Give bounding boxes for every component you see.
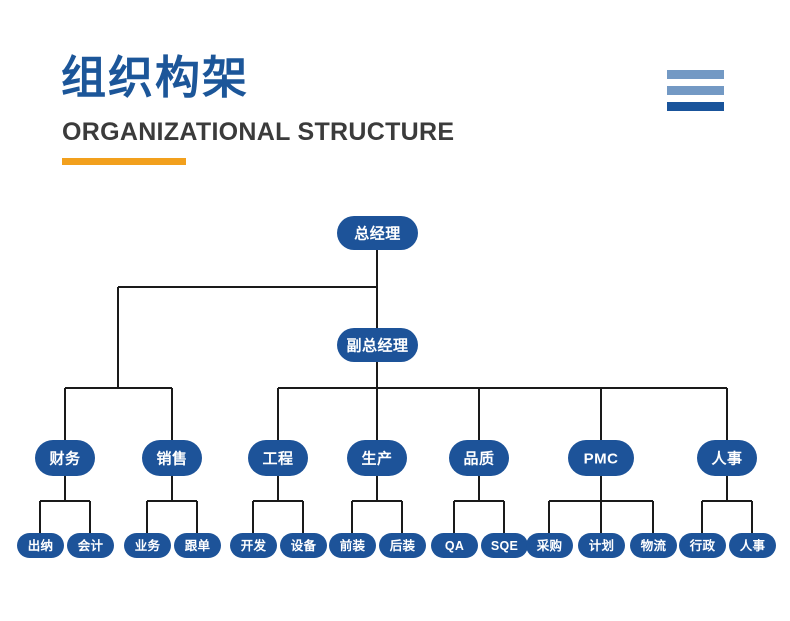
node-leaf-sqe[interactable]: SQE — [481, 533, 528, 558]
node-department-engineering-label: 工程 — [262, 451, 293, 468]
page-title-chinese: 组织构架 — [61, 52, 250, 103]
node-leaf-front-assembly-shape — [329, 533, 376, 558]
node-leaf-merchandising-shape — [174, 533, 221, 558]
node-leaf-logistics-label: 物流 — [641, 538, 667, 553]
node-department-finance-label: 财务 — [49, 450, 81, 468]
node-department-engineering-shape — [248, 440, 308, 476]
node-leaf-administration-shape — [679, 533, 726, 558]
node-department-production[interactable]: 生产 — [347, 440, 407, 476]
node-leaf-merchandising[interactable]: 跟单 — [174, 533, 221, 558]
node-department-quality[interactable]: 品质 — [449, 440, 509, 476]
node-leaf-purchasing[interactable]: 采购 — [526, 533, 573, 558]
header-stripes-decoration — [667, 70, 724, 112]
node-leaf-development-shape — [230, 533, 277, 558]
node-deputy-general-manager[interactable]: 副总经理 — [337, 328, 418, 362]
node-leaf-qa-shape — [431, 533, 478, 558]
node-leaf-rear-assembly[interactable]: 后装 — [379, 533, 426, 558]
node-deputy-general-manager-label: 副总经理 — [346, 337, 408, 355]
node-department-production-label: 生产 — [361, 450, 392, 468]
node-department-sales[interactable]: 销售 — [142, 440, 202, 476]
node-leaf-logistics[interactable]: 物流 — [630, 533, 677, 558]
node-leaf-merchandising-label: 跟单 — [185, 538, 211, 553]
node-leaf-business[interactable]: 业务 — [124, 533, 171, 558]
org-chart: 总经理 副总经理 财务 销售 工程 生产 品质 PMC — [0, 185, 790, 621]
node-leaf-purchasing-shape — [526, 533, 573, 558]
node-department-quality-shape — [449, 440, 509, 476]
node-leaf-equipment[interactable]: 设备 — [280, 533, 327, 558]
node-deputy-general-manager-shape — [337, 328, 418, 362]
title-underline-rule — [62, 158, 186, 165]
node-leaf-cashier-shape — [17, 533, 64, 558]
node-leaf-equipment-shape — [280, 533, 327, 558]
node-leaf-planning-label: 计划 — [589, 538, 615, 553]
node-department-pmc[interactable]: PMC — [568, 440, 634, 476]
node-leaf-accounting-label: 会计 — [78, 538, 104, 553]
node-department-pmc-shape — [568, 440, 634, 476]
node-leaf-qa-label: QA — [445, 539, 464, 553]
node-leaf-logistics-shape — [630, 533, 677, 558]
node-leaf-development-label: 开发 — [241, 538, 267, 553]
node-leaf-business-shape — [124, 533, 171, 558]
node-department-hr-label: 人事 — [711, 450, 742, 468]
node-leaf-qa[interactable]: QA — [431, 533, 478, 558]
node-leaf-cashier[interactable]: 出纳 — [17, 533, 64, 558]
node-leaf-personnel-label: 人事 — [740, 538, 766, 553]
node-department-sales-label: 销售 — [156, 450, 187, 468]
node-department-engineering[interactable]: 工程 — [248, 440, 308, 476]
node-department-production-shape — [347, 440, 407, 476]
node-leaf-administration-label: 行政 — [689, 538, 716, 553]
node-department-sales-shape — [142, 440, 202, 476]
page-title-english: ORGANIZATIONAL STRUCTURE — [62, 118, 455, 146]
node-leaf-rear-assembly-label: 后装 — [390, 538, 416, 553]
connector-lines — [38, 250, 754, 533]
node-leaf-cashier-label: 出纳 — [28, 538, 54, 553]
node-department-quality-label: 品质 — [463, 450, 494, 468]
node-leaf-front-assembly-label: 前装 — [340, 538, 366, 553]
node-leaf-equipment-label: 设备 — [291, 538, 317, 553]
node-general-manager-shape — [337, 216, 418, 250]
node-leaf-development[interactable]: 开发 — [230, 533, 277, 558]
node-department-finance[interactable]: 财务 — [35, 440, 95, 476]
node-department-pmc-label: PMC — [584, 451, 619, 468]
node-leaf-business-label: 业务 — [135, 538, 161, 553]
node-leaf-accounting-shape — [67, 533, 114, 558]
node-general-manager-label: 总经理 — [354, 225, 401, 243]
node-leaf-planning[interactable]: 计划 — [578, 533, 625, 558]
node-department-finance-shape — [35, 440, 95, 476]
stripe-bar-1 — [667, 70, 724, 79]
node-leaf-sqe-shape — [481, 533, 528, 558]
node-leaf-purchasing-label: 采购 — [536, 538, 563, 553]
node-leaf-sqe-label: SQE — [491, 539, 518, 553]
node-general-manager[interactable]: 总经理 — [337, 216, 418, 250]
stripe-bar-2 — [667, 86, 724, 95]
node-leaf-rear-assembly-shape — [379, 533, 426, 558]
org-chart-canvas: 总经理 副总经理 财务 销售 工程 生产 品质 PMC — [17, 216, 776, 558]
node-leaf-personnel-shape — [729, 533, 776, 558]
stripe-bar-3 — [667, 102, 724, 111]
page-header: 组织构架 ORGANIZATIONAL STRUCTURE — [0, 0, 790, 185]
node-leaf-front-assembly[interactable]: 前装 — [329, 533, 376, 558]
node-department-hr-shape — [697, 440, 757, 476]
node-leaf-administration[interactable]: 行政 — [679, 533, 726, 558]
node-leaf-accounting[interactable]: 会计 — [67, 533, 114, 558]
node-leaf-personnel[interactable]: 人事 — [729, 533, 776, 558]
node-department-hr[interactable]: 人事 — [697, 440, 757, 476]
node-leaf-planning-shape — [578, 533, 625, 558]
